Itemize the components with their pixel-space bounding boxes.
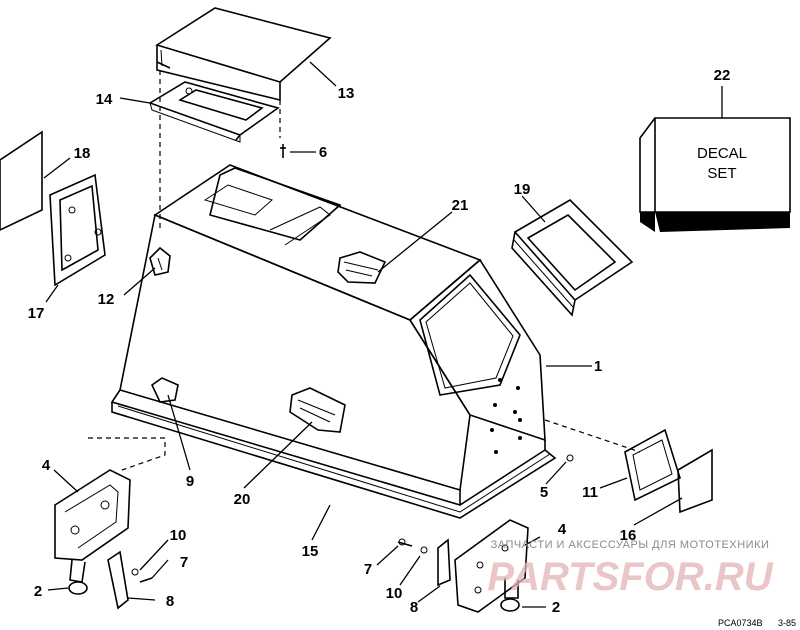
callout-19: 19 xyxy=(514,181,531,198)
part-20-decal-patch xyxy=(289,387,346,433)
callout-22: 22 xyxy=(714,67,731,84)
part-2-nut-right xyxy=(500,598,520,612)
drawing-code: PCA0734B 3-85 xyxy=(718,618,796,628)
part-7-10-fasteners-left xyxy=(131,568,153,583)
assembly-line-11 xyxy=(544,419,641,453)
callout-4-right: 4 xyxy=(558,521,567,538)
callout-1: 1 xyxy=(594,358,602,375)
callout-9: 9 xyxy=(186,473,194,490)
part-15-seal xyxy=(110,389,557,519)
callout-5: 5 xyxy=(540,484,548,501)
leader-lines xyxy=(43,61,723,608)
assembly-line-bracket-left xyxy=(88,437,166,471)
callout-10-right: 10 xyxy=(386,585,403,602)
part-14-frame xyxy=(148,81,280,143)
callout-4-left: 4 xyxy=(42,457,51,474)
callout-12: 12 xyxy=(98,291,115,308)
part-22-decal-box: DECAL SET xyxy=(639,117,791,232)
callout-20: 20 xyxy=(234,491,251,508)
callout-2-left: 2 xyxy=(34,583,42,600)
part-6-screw xyxy=(280,144,286,158)
callout-8-right: 8 xyxy=(410,599,418,616)
callout-13: 13 xyxy=(338,85,355,102)
part-8-clip-left xyxy=(107,550,129,610)
callout-8-left: 8 xyxy=(166,593,174,610)
part-12-latch xyxy=(149,246,171,276)
part-16-decal-sheet xyxy=(677,448,713,514)
callout-21: 21 xyxy=(452,197,469,214)
callout-2-right: 2 xyxy=(552,599,560,616)
part-19-window-frame xyxy=(511,198,634,317)
part-4-bracket-right xyxy=(454,519,529,613)
callout-18: 18 xyxy=(74,145,91,162)
callout-7-left: 7 xyxy=(180,554,188,571)
decal-box-line1: DECAL xyxy=(697,145,747,162)
drawing-code-text: PCA0734B xyxy=(718,618,763,628)
callout-7-right: 7 xyxy=(364,561,372,578)
part-7-10-fasteners-right xyxy=(397,538,428,554)
part-4-bracket-left xyxy=(54,469,131,583)
part-18-decal-sheet xyxy=(0,130,43,231)
callout-16: 16 xyxy=(620,527,637,544)
decal-box-line2: SET xyxy=(707,165,736,182)
watermark-tagline: ЗАПЧАСТИ И АКСЕССУАРЫ ДЛЯ МОТОТЕХНИКИ xyxy=(491,539,770,551)
part-17-window-frame xyxy=(49,173,106,287)
part-5-screw xyxy=(566,454,574,462)
callout-15: 15 xyxy=(302,543,319,560)
callout-17: 17 xyxy=(28,305,45,322)
part-11-plate xyxy=(624,428,681,502)
drawing-code-suffix: 3-85 xyxy=(778,618,796,628)
part-2-nut-left xyxy=(68,581,88,595)
callout-10-left: 10 xyxy=(170,527,187,544)
callout-labels: 22 13 14 6 18 17 21 19 12 1 9 20 4 4 5 1… xyxy=(28,67,731,616)
watermark-logo: PARTSFOR.RU xyxy=(487,555,773,599)
watermark: ЗАПЧАСТИ И АКСЕССУАРЫ ДЛЯ МОТОТЕХНИКИ PA… xyxy=(487,539,773,599)
part-21-decal-patch xyxy=(337,251,387,284)
callout-11: 11 xyxy=(582,484,598,501)
part-1-engine-cover xyxy=(119,164,546,492)
part-13-cover-plate xyxy=(155,7,332,102)
callout-6: 6 xyxy=(319,144,327,161)
callout-14: 14 xyxy=(96,91,113,108)
part-8-clip-right xyxy=(437,538,451,587)
